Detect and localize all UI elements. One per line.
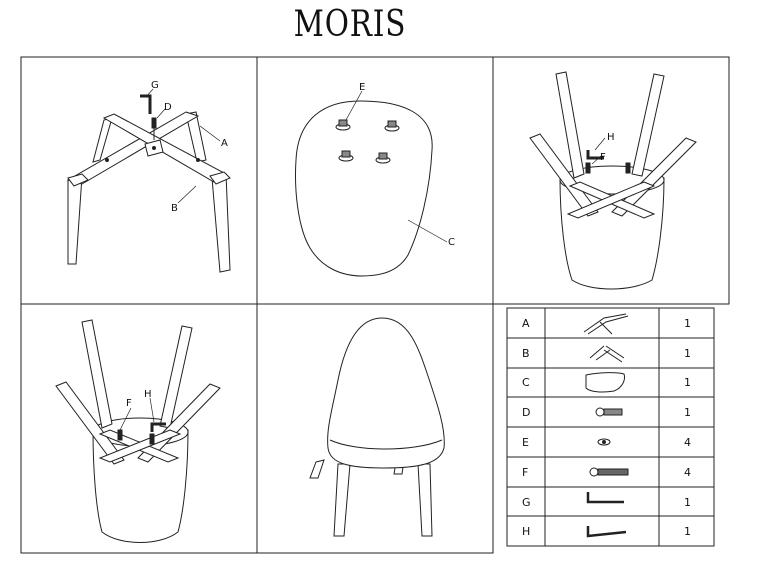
part-letter: F <box>522 466 528 479</box>
part-qty: 1 <box>684 525 691 538</box>
washer-group <box>335 119 400 164</box>
label-h-3: H <box>607 132 615 143</box>
part-letter: G <box>522 496 531 509</box>
panel-5-frame <box>256 303 494 554</box>
panel-5-assembled-chair <box>309 317 445 537</box>
bolt-washer-icon <box>595 407 623 417</box>
label-a: A <box>221 138 228 149</box>
panel-1-tools <box>140 88 221 204</box>
panel-4-tools <box>117 397 166 445</box>
label-d: D <box>164 102 172 113</box>
label-f-4: F <box>126 398 132 409</box>
seat-shell-icon <box>585 372 625 393</box>
part-qty: 1 <box>684 406 691 419</box>
panel-3-tools <box>585 137 631 174</box>
part-qty: 1 <box>684 347 691 360</box>
table-row: C 1 <box>522 376 691 389</box>
panel-4-inverted-chair <box>55 319 221 543</box>
part-letter: D <box>522 406 530 419</box>
parts-table <box>506 307 715 547</box>
part-letter: C <box>522 376 530 389</box>
panel-3-inverted-chair <box>529 71 697 290</box>
label-e: E <box>359 82 365 93</box>
table-row: B 1 <box>522 347 691 360</box>
panel-3-frame <box>492 56 730 305</box>
frame-b-icon <box>589 345 625 363</box>
table-row: G 1 <box>522 496 691 509</box>
screw-icon <box>589 467 629 477</box>
panel-2-frame <box>256 56 494 305</box>
part-letter: H <box>522 525 530 538</box>
allen-key-icon <box>586 492 624 504</box>
part-qty: 1 <box>684 376 691 389</box>
frame-a-icon <box>583 313 629 335</box>
label-b: B <box>171 203 178 214</box>
part-qty: 1 <box>684 496 691 509</box>
product-title: MORIS <box>293 4 407 45</box>
allen-key-icon <box>586 526 627 538</box>
part-qty: 4 <box>684 436 691 449</box>
label-g: G <box>151 80 159 91</box>
part-qty: 1 <box>684 317 691 330</box>
label-c: C <box>448 237 455 248</box>
part-letter: E <box>522 436 529 449</box>
label-h-4: H <box>144 389 152 400</box>
table-row: E 4 <box>522 436 691 449</box>
panel-2-seat-shell <box>295 90 448 277</box>
table-row: D 1 <box>522 406 691 419</box>
panel-1-leg-frame <box>66 111 231 273</box>
washer-icon <box>597 438 611 446</box>
part-letter: B <box>522 347 530 360</box>
part-qty: 4 <box>684 466 691 479</box>
label-f-3: F <box>600 152 606 163</box>
table-row: F 4 <box>522 466 691 479</box>
part-letter: A <box>522 317 530 330</box>
table-row: H 1 <box>522 525 691 538</box>
table-row: A 1 <box>522 317 691 330</box>
